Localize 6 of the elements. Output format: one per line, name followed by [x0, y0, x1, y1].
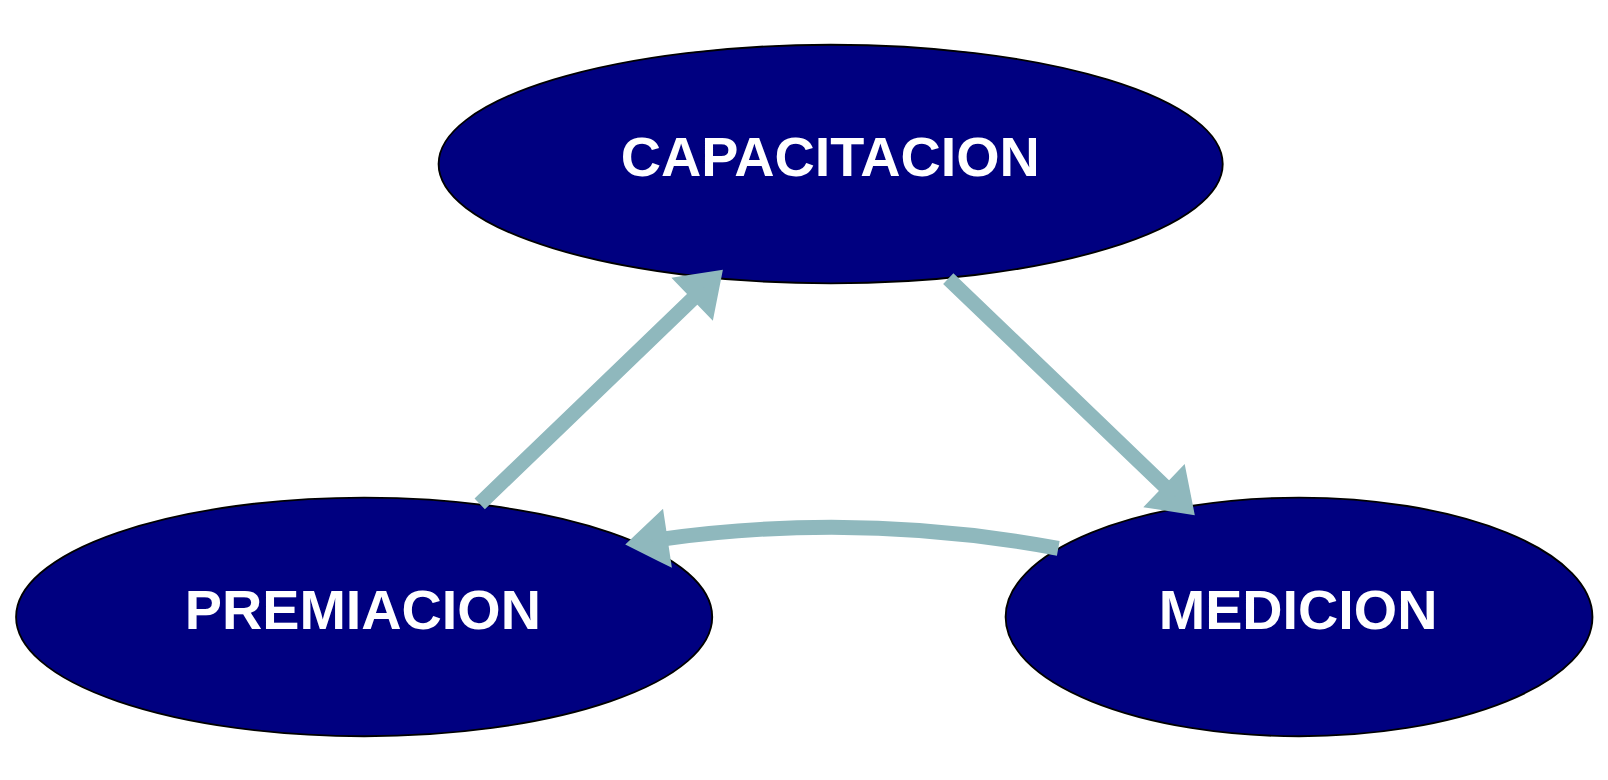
node-ellipse: MEDICION — [1004, 496, 1594, 737]
arrow — [474, 269, 723, 509]
node-ellipse: CAPACITACION — [437, 43, 1224, 284]
arrow — [943, 272, 1195, 515]
node-ellipse: PREMIACION — [15, 496, 714, 737]
arrow — [625, 508, 1060, 568]
